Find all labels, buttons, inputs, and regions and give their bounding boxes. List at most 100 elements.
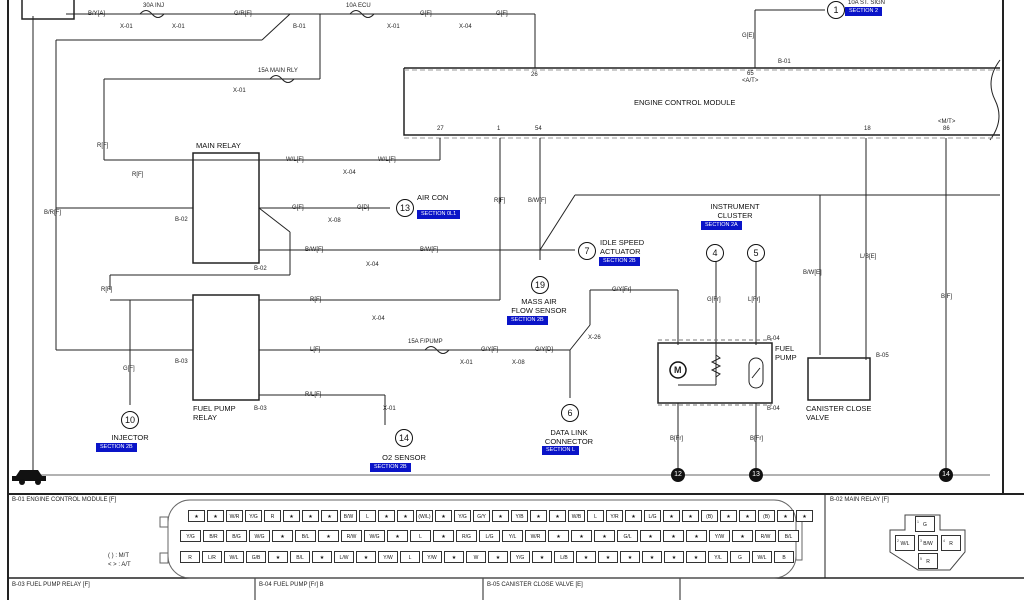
connector-label: B-03 (254, 406, 267, 412)
ref-circle-o2[interactable]: 14 (395, 429, 413, 447)
connector-label: X-04 (459, 24, 472, 30)
ecm-pin: G/L (617, 530, 638, 542)
section-link-dlc[interactable]: SECTION L (542, 446, 580, 455)
ref-circle-maf[interactable]: 19 (531, 276, 549, 294)
pin-number: 1 (497, 126, 501, 132)
panel-title-fuel-pump-relay: B-03 FUEL PUMP RELAY [F] (12, 582, 90, 588)
ecm-pin: R/W (341, 530, 362, 542)
connector-label: X-04 (372, 316, 385, 322)
section-link-o2[interactable]: SECTION 2B (370, 463, 411, 472)
pin-number: 3 (920, 539, 922, 543)
ecm-pin: Y/L (708, 551, 728, 563)
main-relay-connector (889, 514, 966, 571)
ecm-pin: ★ (594, 530, 615, 542)
ref-circle-idle[interactable]: 7 (578, 242, 596, 260)
wire-label: G[E] (742, 33, 755, 39)
connector-label: X-01 (120, 24, 133, 30)
ecm-box (403, 67, 1000, 136)
ecm-pin: ★ (321, 510, 338, 522)
connector-label: B-01 (778, 59, 791, 65)
ecm-pin: Y/G (245, 510, 262, 522)
injector-label: INJECTOR (111, 433, 149, 442)
wire-label: B/W[F] (305, 247, 324, 253)
section-link-injector[interactable]: SECTION 2B (96, 443, 137, 452)
ecm-pin: B/G (226, 530, 247, 542)
wire-label: B[Fr] (750, 436, 763, 442)
ecm-pin: ★ (433, 530, 454, 542)
ecm-pin: B/W (340, 510, 357, 522)
ecm-pin: ★ (378, 510, 395, 522)
ecm-pin: Y/L (502, 530, 523, 542)
section-link-instrument[interactable]: SECTION 2A (701, 221, 742, 230)
ecm-pin: W/B (568, 510, 585, 522)
ecm-pin: ★ (620, 551, 640, 563)
ref-circle-st-sign[interactable]: 1 (827, 1, 845, 19)
ground-12: 12 (671, 468, 685, 482)
connector-label: B-01 (293, 24, 306, 30)
ecm-pin: ★ (488, 551, 508, 563)
instrument-cluster-label: INSTRUMENT (710, 202, 760, 211)
motor-icon (669, 361, 687, 379)
wire-label: G[D] (357, 205, 370, 211)
wire-label: G/R[F] (234, 11, 252, 17)
fuse-15a-fpump (424, 346, 450, 354)
ecm-pin: ★ (207, 510, 224, 522)
ecm-pin: ★ (777, 510, 794, 522)
pin-number: 4 (943, 539, 945, 543)
ecm-pin: L/B (554, 551, 574, 563)
wire-label: B[F] (941, 294, 953, 300)
fuel-pump-label: PUMP (775, 353, 797, 362)
ecm-pin: W/L (752, 551, 772, 563)
section-link-maf[interactable]: SECTION 2B (507, 316, 548, 325)
ref-circle-instr-5[interactable]: 5 (747, 244, 765, 262)
panel-title-canister: B-05 CANISTER CLOSE VALVE [E] (487, 582, 583, 588)
ecm-pin: B/R (203, 530, 224, 542)
ground-13: 13 (749, 468, 763, 482)
pin-number: 27 (437, 126, 444, 132)
ecm-pin: L/G (644, 510, 661, 522)
ecm-pin: ★ (686, 530, 707, 542)
wire-label: G[F] (292, 205, 304, 211)
ecm-pin: (B) (701, 510, 718, 522)
wire-label: B/W[F] (420, 247, 439, 253)
ref-circle-dlc[interactable]: 6 (561, 404, 579, 422)
ref-circle-injector[interactable]: 10 (121, 411, 139, 429)
section-link-st-sign[interactable]: SECTION 2 (845, 7, 883, 16)
section-link-aircon[interactable]: SECTION 0L1 (417, 210, 461, 219)
ecm-pin: ★ (576, 551, 596, 563)
ecm-pin: Y/G (454, 510, 471, 522)
ecm-pin: Y/G (180, 530, 201, 542)
ref-circle-aircon[interactable]: 13 (396, 199, 414, 217)
ecm-note: <M/T> (938, 119, 956, 125)
wire-label: G[F] (420, 11, 432, 17)
wire-label: W/L[F] (286, 157, 304, 163)
maf-label: FLOW SENSOR (511, 306, 567, 315)
ecm-note: <A/T> (742, 78, 759, 84)
wire-label: B[Fr] (670, 436, 683, 442)
idle-speed-label: IDLE SPEED (600, 238, 645, 247)
pin-number: 26 (531, 72, 538, 78)
pin-number: 86 (943, 126, 950, 132)
wire-label: B/W[F] (528, 198, 547, 204)
ecm-pin: ★ (397, 510, 414, 522)
ecm-pin: ★ (492, 510, 509, 522)
ecm-pin: Y/W (709, 530, 730, 542)
ecm-pin: G/B (246, 551, 266, 563)
st-sign-label: 10A ST. SIGN (848, 0, 886, 6)
ecm-title: ENGINE CONTROL MODULE (634, 98, 736, 107)
instrument-cluster-label: CLUSTER (717, 211, 753, 220)
section-link-idle[interactable]: SECTION 2B (599, 257, 640, 266)
ecm-pin: (B) (758, 510, 775, 522)
wire-label: G[F] (496, 11, 508, 17)
ecm-pin: ★ (732, 530, 753, 542)
ref-circle-instr-4[interactable]: 4 (706, 244, 724, 262)
connector-label: X-26 (588, 335, 601, 341)
ecm-pin: ★ (302, 510, 319, 522)
maf-label: MASS AIR (521, 297, 557, 306)
connector-label: B-05 (876, 353, 889, 359)
ecm-pin: ★ (663, 510, 680, 522)
ecm-pin: ★ (268, 551, 288, 563)
